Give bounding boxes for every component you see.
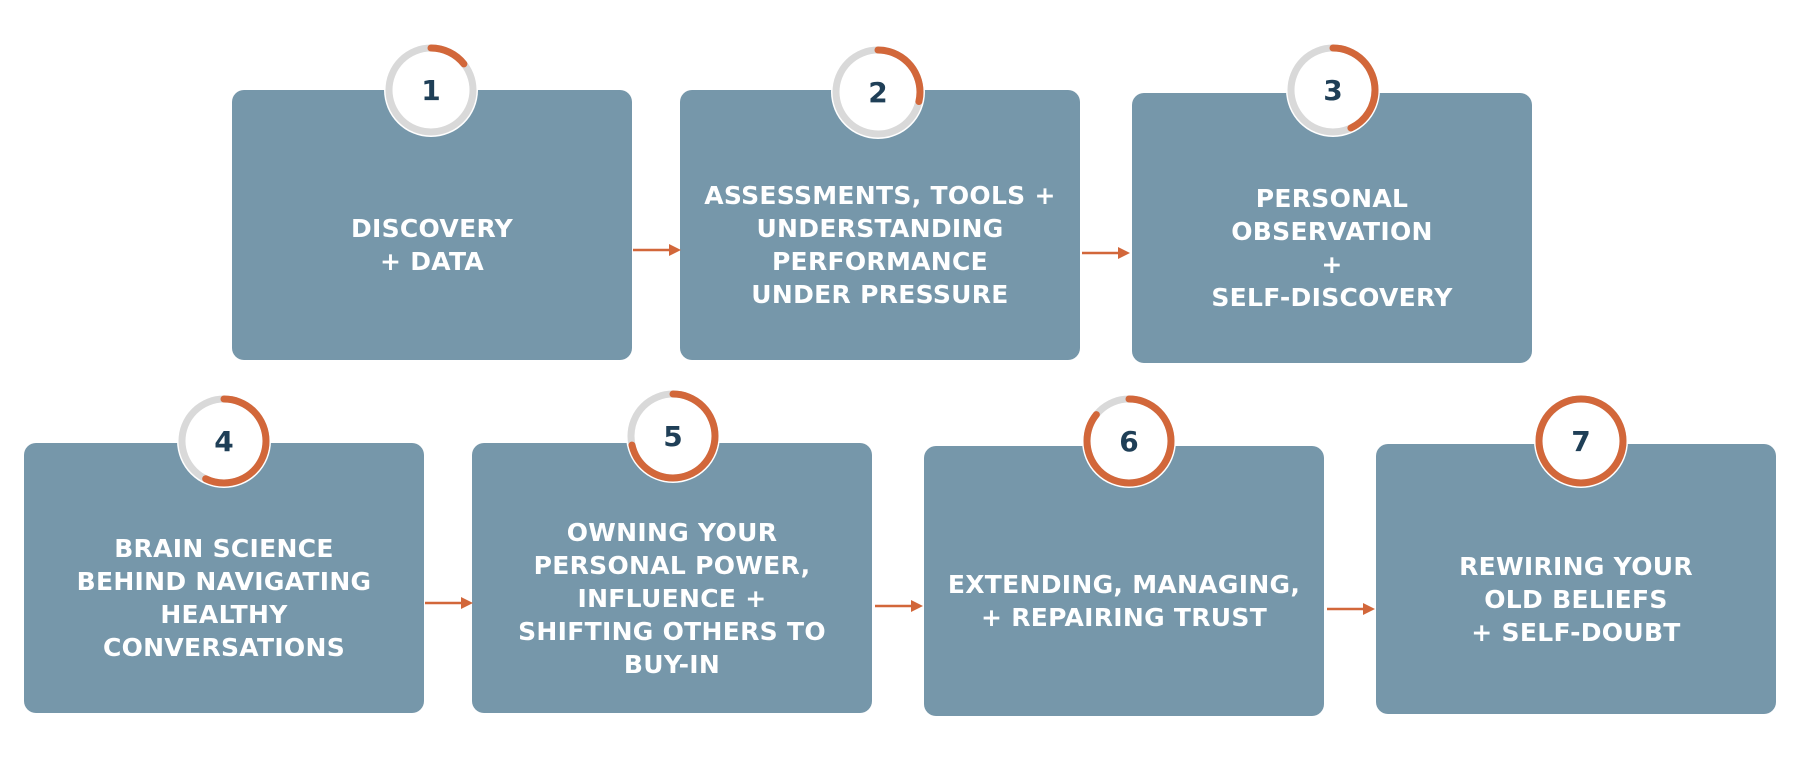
arrow-6-to-7: [1327, 602, 1375, 616]
progress-ring-icon: [1534, 394, 1628, 488]
progress-ring-icon: [1286, 43, 1380, 137]
step-label-2: ASSESSMENTS, TOOLS + UNDERSTANDING PERFO…: [704, 181, 1056, 309]
step-number-6: 6: [1119, 424, 1139, 458]
arrow-4-to-5: [425, 596, 473, 610]
progress-arc: [1535, 395, 1627, 487]
step-card-3: PERSONAL OBSERVATION + SELF-DISCOVERY: [1132, 93, 1532, 363]
step-number-1: 1: [421, 73, 441, 107]
step-label-4: BRAIN SCIENCE BEHIND NAVIGATING HEALTHY …: [76, 534, 372, 662]
progress-ring-icon: [384, 43, 478, 137]
step-number-4: 4: [214, 424, 234, 458]
step-number-5: 5: [663, 419, 683, 453]
step-badge-5: 5: [623, 386, 723, 486]
step-label-3: PERSONAL OBSERVATION + SELF-DISCOVERY: [1211, 184, 1453, 312]
step-label-5: OWNING YOUR PERSONAL POWER, INFLUENCE + …: [518, 517, 826, 679]
progress-arc: [1287, 44, 1379, 136]
step-card-6: EXTENDING, MANAGING, + REPAIRING TRUST: [924, 446, 1324, 716]
progress-ring-icon: [626, 389, 720, 483]
progress-arc: [1083, 395, 1175, 487]
step-number-3: 3: [1323, 73, 1343, 107]
arrow-1-to-2: [633, 243, 681, 257]
arrow-right-icon: [1082, 247, 1130, 259]
step-badge-7: 7: [1531, 391, 1631, 491]
arrow-right-icon: [425, 597, 473, 609]
arrow-right-icon: [633, 244, 681, 256]
progress-arc: [627, 390, 719, 482]
progress-ring-icon: [177, 394, 271, 488]
step-badge-4: 4: [174, 391, 274, 491]
progress-arc: [832, 46, 924, 138]
step-card-5: OWNING YOUR PERSONAL POWER, INFLUENCE + …: [472, 443, 872, 713]
step-badge-3: 3: [1283, 40, 1383, 140]
step-badge-2: 2: [828, 42, 928, 142]
step-badge-1: 1: [381, 40, 481, 140]
progress-arc: [178, 395, 270, 487]
progress-ring-icon: [831, 45, 925, 139]
step-number-7: 7: [1571, 424, 1591, 458]
arrow-2-to-3: [1082, 246, 1130, 260]
step-label-1: DISCOVERY + DATA: [350, 214, 514, 276]
step-label-6: EXTENDING, MANAGING, + REPAIRING TRUST: [947, 570, 1301, 632]
arrow-5-to-6: [875, 599, 923, 613]
arrow-right-icon: [1327, 603, 1375, 615]
step-label-7: REWIRING YOUR OLD BELIEFS + SELF-DOUBT: [1459, 551, 1693, 647]
arrow-right-icon: [875, 600, 923, 612]
step-badge-6: 6: [1079, 391, 1179, 491]
step-number-2: 2: [868, 75, 888, 109]
progress-ring-icon: [1082, 394, 1176, 488]
progress-arc: [385, 44, 477, 136]
step-card-7: REWIRING YOUR OLD BELIEFS + SELF-DOUBT: [1376, 444, 1776, 714]
